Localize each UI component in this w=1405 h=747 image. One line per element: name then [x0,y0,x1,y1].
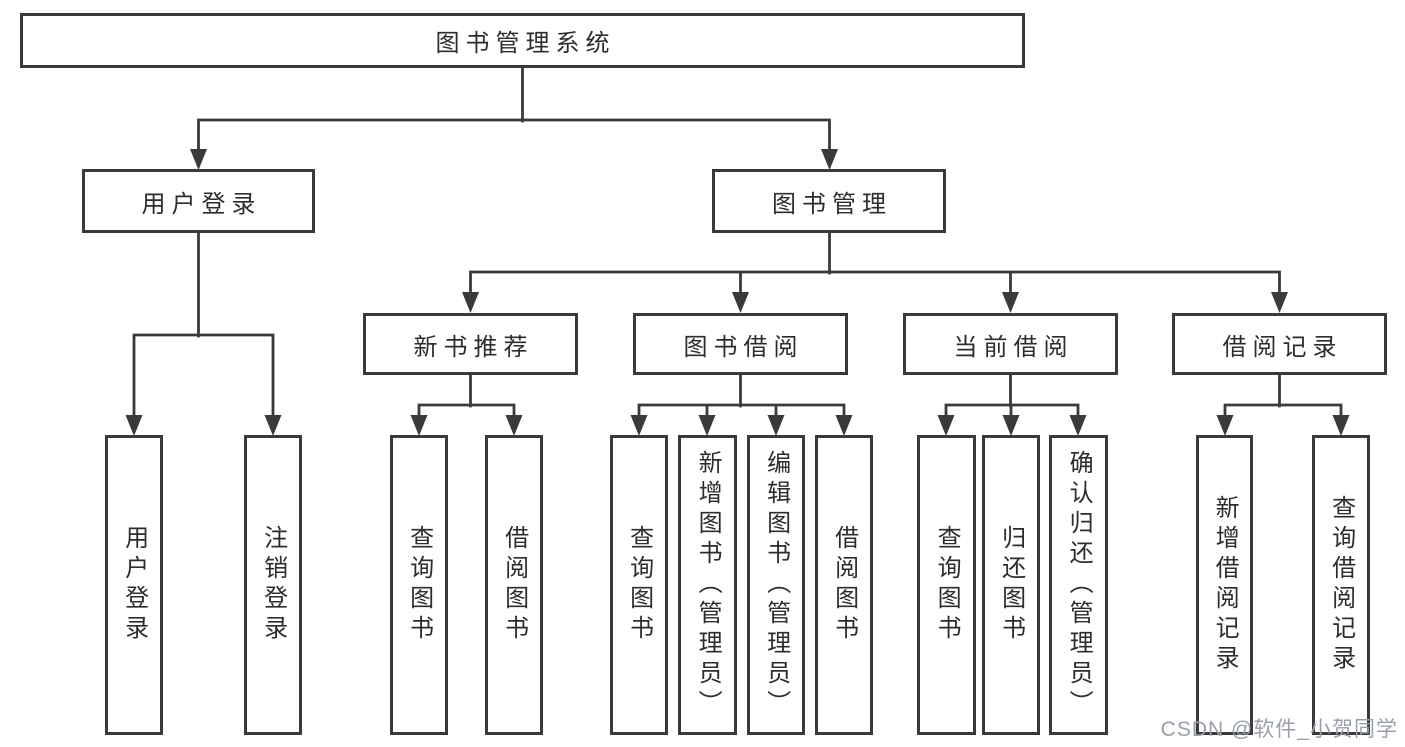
node-label: 归还图书 [997,525,1025,645]
leaf-records-add: 新增借阅记录 [1196,435,1253,735]
leaf-borrow-query: 查询图书 [610,435,668,735]
leaf-current-return: 归还图书 [982,435,1040,735]
node-label: 图书管理系统 [435,30,616,57]
leaf-borrow-borrow: 借阅图书 [815,435,873,735]
node-label: 借阅图书 [830,525,858,645]
node-label: 新书推荐 [413,333,534,361]
node-label: 用户登录 [120,525,148,645]
node-label: 编辑图书（管理员） [762,450,790,720]
leaf-user-login: 用户登录 [105,435,163,735]
connector-path [132,66,1343,421]
node-new-book-recommend: 新书推荐 [363,313,578,375]
leaf-current-confirm-admin: 确认归还（管理员） [1049,435,1108,735]
leaf-newbook-borrow: 借阅图书 [485,435,543,735]
node-label: 用户登录 [141,190,262,218]
watermark: CSDN @软件_小贺同学 [1160,718,1398,741]
node-book-management: 图书管理 [712,169,946,233]
node-label: 查询图书 [625,525,653,645]
node-label: 查询借阅记录 [1327,495,1355,675]
node-user-login: 用户登录 [82,169,315,233]
node-label: 查询图书 [405,525,433,645]
node-label: 借阅图书 [500,525,528,645]
node-label: 图书借阅 [683,333,804,361]
node-label: 借阅记录 [1222,333,1343,361]
node-label: 确认归还（管理员） [1065,450,1093,720]
node-label: 新增借阅记录 [1211,495,1239,675]
leaf-borrow-edit-admin: 编辑图书（管理员） [747,435,805,735]
node-book-borrow: 图书借阅 [633,313,848,375]
node-current-borrow: 当前借阅 [903,313,1118,375]
leaf-borrow-add-admin: 新增图书（管理员） [678,435,737,735]
node-label: 查询图书 [933,525,961,645]
leaf-current-query: 查询图书 [917,435,976,735]
leaf-records-query: 查询借阅记录 [1312,435,1370,735]
leaf-logout: 注销登录 [244,435,302,735]
node-label: 当前借阅 [953,333,1074,361]
leaf-newbook-query: 查询图书 [390,435,448,735]
node-borrow-records: 借阅记录 [1172,313,1387,375]
node-label: 新增图书（管理员） [694,450,722,720]
node-root: 图书管理系统 [20,13,1025,68]
node-label: 注销登录 [259,525,287,645]
node-label: 图书管理 [772,190,892,218]
